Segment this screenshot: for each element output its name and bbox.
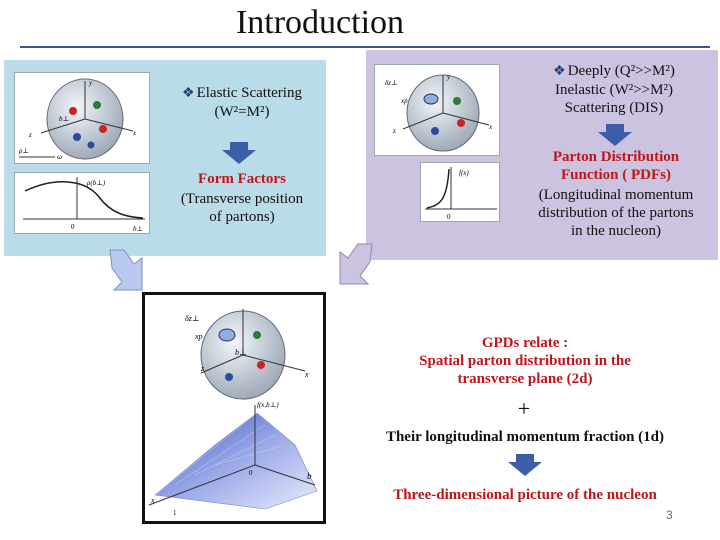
dis-heading: ❖Deeply (Q²>>M²) Inelastic (W²>>M²) Scat… [514, 62, 714, 117]
right-sphere-figure: δz⊥ xp y z x [374, 64, 500, 156]
slide-title: Introduction [235, 4, 405, 41]
title-underline [20, 46, 710, 48]
axis-label: b⊥ [59, 115, 69, 123]
pdf-line5: in the nucleon) [571, 223, 661, 239]
form-factors-line1: Form Factors [198, 171, 286, 187]
dis-heading-line3: Scattering (DIS) [564, 99, 664, 116]
gpd-line3: transverse plane (2d) [457, 371, 593, 387]
form-factors-text: Form Factors [162, 170, 322, 188]
plot-label: 0 [447, 213, 451, 221]
pdf-title: Parton Distribution Function ( PDFs) [514, 148, 718, 184]
gpd-figure-frame: δz⊥ xp b⊥ z x f(x,b⊥) 0 b x 1 [142, 292, 326, 524]
gpd-relation-text: GPDs relate : Spatial parton distributio… [340, 334, 710, 388]
pdf-line2: Function ( PDFs) [561, 167, 671, 183]
plot-label: b⊥ [133, 225, 143, 233]
elastic-heading: ❖Elastic Scattering (W²=M²) [160, 84, 324, 121]
axis-label: ω [57, 153, 62, 161]
converge-arrow-left-icon [109, 249, 143, 291]
axis-label: ρ⊥ [18, 147, 29, 155]
converge-arrow-right-icon [339, 243, 373, 285]
diamond-bullet-icon: ❖ [182, 86, 195, 101]
plot-label: x [150, 496, 155, 505]
dis-heading-line2: Inelastic (W²>>M²) [555, 81, 673, 98]
right-pdf-plot: f(x) 0 [420, 162, 500, 222]
plot-label: f(x) [459, 169, 469, 177]
elastic-heading-line2: (W²=M²) [214, 103, 270, 120]
plus-sign: + [517, 396, 531, 421]
left-density-plot: ρ(b⊥) 0 b⊥ [14, 172, 150, 234]
gpd-line2: Spatial parton distribution in the [419, 353, 631, 369]
axis-label: x [488, 123, 493, 131]
diamond-bullet-icon: ❖ [553, 64, 566, 79]
axis-label: y [446, 73, 451, 81]
down-arrow-icon [508, 454, 542, 476]
plot-label: ρ(b⊥) [86, 179, 106, 187]
plot-label: 0 [71, 223, 75, 231]
axis-label: z [392, 127, 396, 135]
axis-label: z [28, 131, 32, 139]
axis-label: y [88, 79, 93, 87]
left-sphere-figure: y b⊥ z x ρ⊥ ω [14, 72, 150, 164]
gpd-line1: GPDs relate : [481, 335, 569, 351]
axis-label: b⊥ [235, 348, 247, 357]
down-arrow-icon [598, 124, 632, 146]
pdf-desc: (Longitudinal momentum distribution of t… [514, 186, 718, 240]
axis-label: xp [400, 97, 408, 105]
plot-label: f(x,b⊥) [257, 401, 279, 409]
longitudinal-text: Their longitudinal momentum fraction (1d… [385, 429, 665, 445]
form-factors-line2: (Transverse position [180, 191, 304, 207]
pdf-line4: distribution of the partons [538, 205, 694, 221]
pdf-line3: (Longitudinal momentum [538, 187, 694, 203]
plot-label: 0 [249, 469, 253, 477]
elastic-heading-line1: Elastic Scattering [196, 85, 302, 101]
pdf-line1: Parton Distribution [552, 149, 680, 165]
form-factors-line3: of partons) [209, 209, 275, 225]
axis-label: xp [194, 332, 203, 341]
plot-label: 1 [173, 509, 177, 517]
dis-heading-line1: Deeply (Q²>>M²) [567, 63, 675, 79]
axis-label: δz⊥ [385, 79, 398, 87]
form-factors-desc: (Transverse position of partons) [162, 190, 322, 226]
axis-label: z [200, 364, 205, 373]
down-arrow-icon [222, 142, 256, 164]
axis-label: x [304, 370, 309, 379]
page-number: 3 [666, 508, 673, 522]
conclusion-text: Three-dimensional picture of the nucleon [393, 487, 657, 503]
axis-label: δz⊥ [185, 314, 199, 323]
axis-label: x [132, 129, 137, 137]
plot-label: b [307, 471, 312, 481]
